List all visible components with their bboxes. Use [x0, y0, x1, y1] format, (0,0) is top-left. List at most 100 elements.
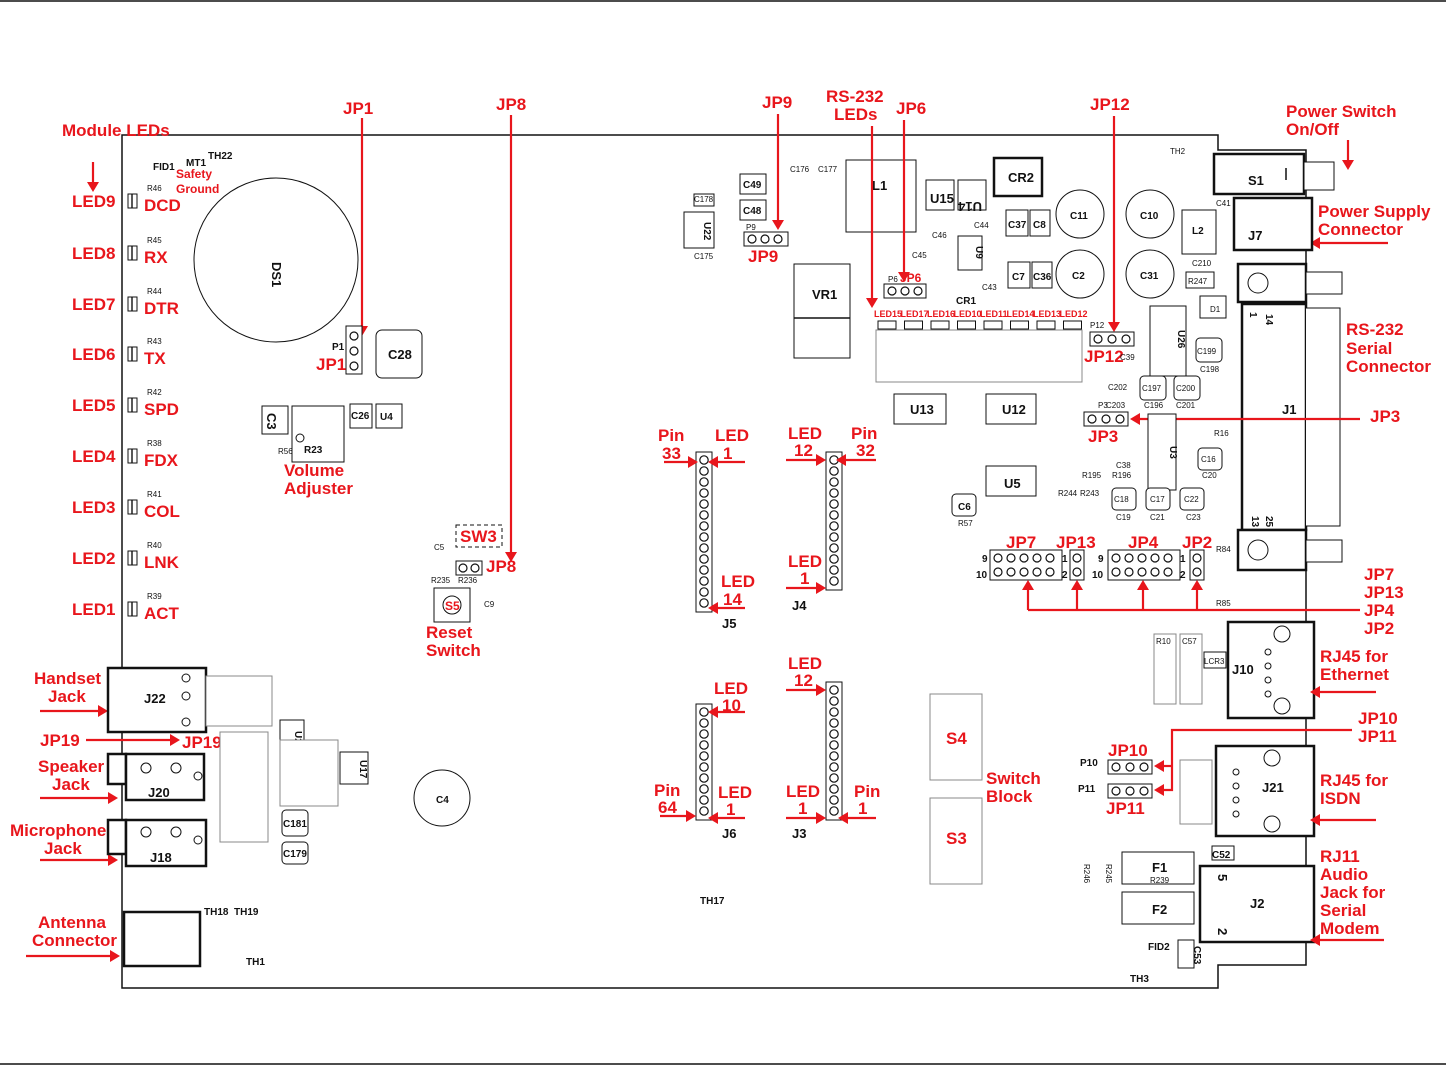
svg-text:Pin: Pin [854, 782, 880, 801]
jp1-callout: JP1 [343, 99, 373, 118]
header-pin [699, 510, 709, 520]
svg-text:C8: C8 [1033, 220, 1046, 231]
svg-text:Serial: Serial [1346, 339, 1392, 358]
speaker-jack-callout: Speaker [38, 757, 105, 776]
led-resistor: R43 [147, 337, 162, 346]
svg-text:R235: R235 [431, 576, 451, 585]
led-resistor: R42 [147, 388, 162, 397]
svg-text:C46: C46 [932, 231, 947, 240]
svg-text:Connector: Connector [1318, 220, 1403, 239]
svg-text:C201: C201 [1176, 401, 1196, 410]
led-resistor: R40 [147, 541, 162, 550]
svg-text:Ground: Ground [176, 182, 219, 196]
svg-text:C196: C196 [1144, 401, 1164, 410]
svg-text:TH19: TH19 [234, 907, 259, 918]
rs232-led-led17: LED17 [901, 309, 929, 319]
svg-text:Connector: Connector [1346, 357, 1431, 376]
svg-text:1: 1 [800, 569, 809, 588]
svg-text:2: 2 [1062, 570, 1068, 581]
svg-text:R239: R239 [1150, 876, 1170, 885]
svg-text:R245: R245 [1104, 864, 1113, 884]
svg-text:C197: C197 [1142, 384, 1162, 393]
power-supply-connector-callout: Power Supply [1318, 202, 1431, 221]
rs232-led-led15: LED15 [874, 309, 902, 319]
vr1-regulator [793, 263, 851, 359]
led-signal-tx: TX [144, 349, 166, 368]
svg-text:JP10: JP10 [1108, 741, 1148, 760]
svg-text:R57: R57 [958, 519, 973, 528]
svg-text:J5: J5 [722, 616, 736, 631]
header-pin [829, 751, 839, 761]
header-j5 [695, 451, 713, 613]
header-pin [829, 576, 839, 586]
svg-text:VR1: VR1 [812, 287, 837, 302]
rs232-led-led12: LED12 [1060, 309, 1088, 319]
s3-switch [929, 797, 983, 885]
svg-text:Pin: Pin [658, 426, 684, 445]
svg-text:L2: L2 [1192, 226, 1204, 237]
header-pin [699, 532, 709, 542]
led-resistor: R45 [147, 236, 162, 245]
svg-text:Audio: Audio [1320, 865, 1368, 884]
svg-text:C49: C49 [743, 180, 762, 191]
svg-text:R56: R56 [278, 447, 293, 456]
svg-text:10: 10 [976, 570, 988, 581]
header-pin [699, 751, 709, 761]
svg-text:1: 1 [723, 444, 732, 463]
svg-text:TH2: TH2 [1170, 147, 1186, 156]
rs232-leds-callout: RS-232 [826, 87, 884, 106]
svg-text:1: 1 [1062, 554, 1068, 565]
svg-text:U26: U26 [1175, 330, 1186, 349]
svg-text:C199: C199 [1197, 347, 1217, 356]
svg-text:LED: LED [788, 552, 822, 571]
svg-text:C39: C39 [1120, 353, 1135, 362]
header-pin [699, 587, 709, 597]
svg-text:R196: R196 [1112, 471, 1132, 480]
header-pin [699, 773, 709, 783]
header-pin [829, 707, 839, 717]
header-pin [829, 510, 839, 520]
led-signal-lnk: LNK [144, 553, 180, 572]
led-signal-dtr: DTR [144, 299, 179, 318]
led-signal-spd: SPD [144, 400, 179, 419]
svg-text:2: 2 [1180, 570, 1186, 581]
header-pin [829, 565, 839, 575]
svg-text:C210: C210 [1192, 259, 1212, 268]
jp19-callout: JP19 [40, 731, 80, 750]
svg-text:10: 10 [722, 696, 741, 715]
svg-text:R85: R85 [1216, 599, 1231, 608]
svg-text:JP8: JP8 [486, 557, 516, 576]
svg-text:JP4: JP4 [1364, 601, 1395, 620]
svg-text:J4: J4 [792, 598, 807, 613]
jp6-callout: JP6 [896, 99, 926, 118]
svg-text:C44: C44 [974, 221, 989, 230]
svg-text:R244: R244 [1058, 489, 1078, 498]
svg-text:U22: U22 [701, 222, 712, 241]
svg-text:Jack: Jack [52, 775, 90, 794]
header-pin [829, 729, 839, 739]
header-pin [699, 477, 709, 487]
svg-text:P10: P10 [1080, 758, 1098, 769]
svg-text:JP7: JP7 [1006, 533, 1036, 552]
svg-text:R247: R247 [1188, 277, 1208, 286]
svg-text:TH3: TH3 [1130, 974, 1149, 985]
svg-text:C21: C21 [1150, 513, 1165, 522]
svg-text:R246: R246 [1082, 864, 1091, 884]
svg-text:U17: U17 [357, 760, 368, 779]
header-pin [699, 455, 709, 465]
svg-text:C175: C175 [694, 252, 714, 261]
svg-text:C41: C41 [1216, 199, 1231, 208]
svg-text:C178: C178 [694, 195, 714, 204]
module-led-led4: LED4 [72, 447, 116, 466]
header-pin [829, 696, 839, 706]
svg-text:C18: C18 [1114, 495, 1129, 504]
svg-text:J2: J2 [1250, 896, 1264, 911]
header-pin [699, 466, 709, 476]
svg-text:C2: C2 [1072, 271, 1085, 282]
svg-text:C38: C38 [1116, 461, 1131, 470]
header-pin [699, 718, 709, 728]
header-pin [829, 685, 839, 695]
module-led-list: LED9R46DCDLED8R45RXLED7R44DTRLED6R43TXLE… [72, 184, 181, 623]
module-led-led5: LED5 [72, 396, 115, 415]
